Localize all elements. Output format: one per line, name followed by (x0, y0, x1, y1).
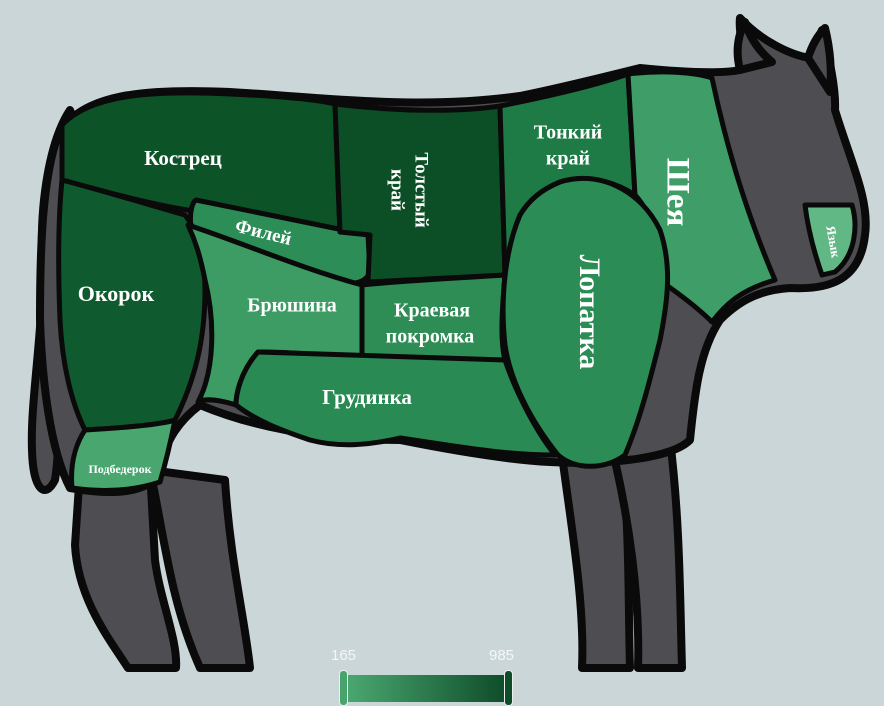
label-tolstyi-krai-line1: Толстый (411, 152, 432, 227)
legend-min-label: 165 (331, 647, 356, 664)
label-podbederok: Подбедерок (88, 462, 151, 476)
label-tolstyi-krai-line2: край (387, 169, 408, 211)
label-tonkii-krai-line1: Тонкий (534, 122, 603, 144)
cut-podbederok[interactable] (72, 420, 175, 490)
legend-max-handle[interactable] (504, 670, 513, 706)
label-kostrets: Кострец (144, 146, 222, 170)
label-lopatka: Лопатка (573, 255, 606, 370)
label-okorok: Окорок (78, 281, 155, 306)
label-kraevaya-pokromka-line2: покромка (386, 326, 475, 348)
label-sheya: Шея (659, 158, 695, 227)
label-grudinka: Грудинка (322, 385, 412, 409)
label-kraevaya-pokromka-line1: Краевая (394, 300, 470, 322)
legend-gradient-bar (342, 675, 510, 702)
legend-min-handle[interactable] (339, 670, 348, 706)
label-bryushina: Брюшина (247, 295, 337, 317)
label-tonkii-krai-line2: край (546, 148, 590, 170)
legend-max-label: 985 (489, 647, 514, 664)
